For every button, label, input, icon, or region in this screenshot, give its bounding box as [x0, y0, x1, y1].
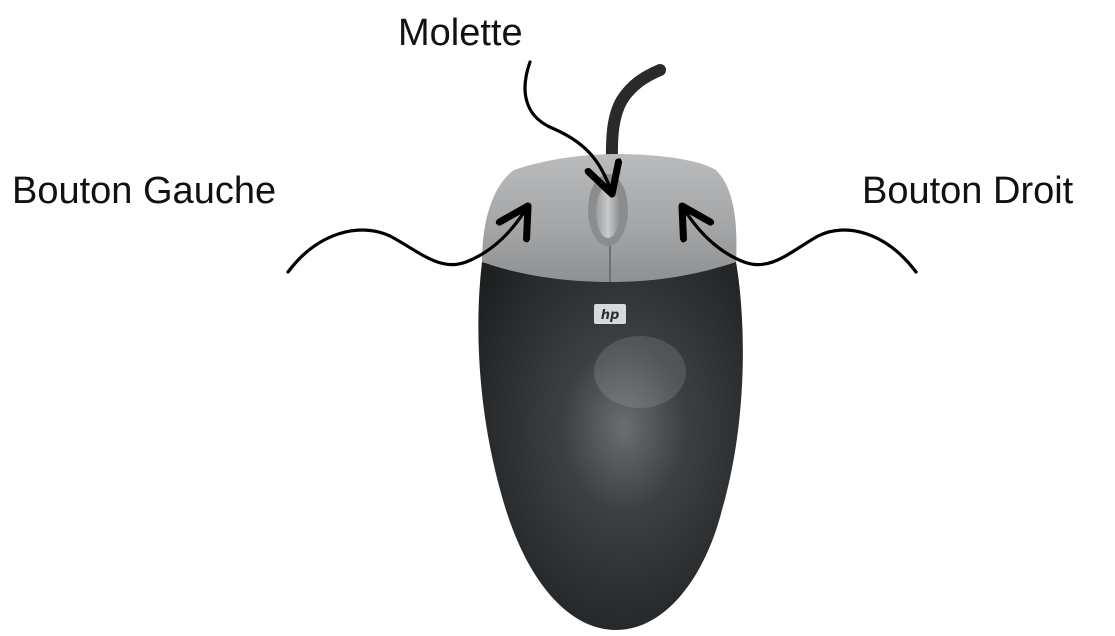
- svg-text:hp: hp: [601, 308, 620, 323]
- wheel-label: Molette: [398, 14, 523, 52]
- scroll-wheel: [596, 186, 620, 238]
- mouse-illustration: hp: [478, 154, 743, 630]
- hp-logo: hp: [594, 304, 626, 324]
- left-button-label: Bouton Gauche: [12, 172, 276, 210]
- right-button-label: Bouton Droit: [862, 172, 1073, 210]
